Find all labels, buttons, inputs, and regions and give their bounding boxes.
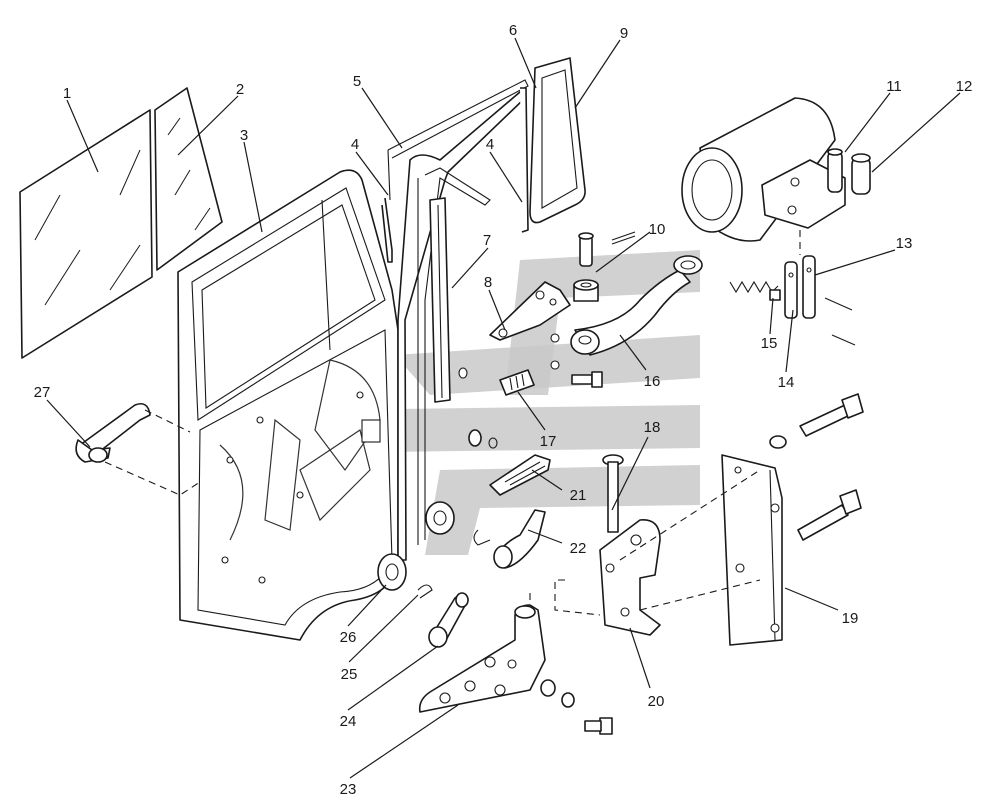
callout-22: 22: [570, 540, 587, 557]
part-gear-26: [377, 553, 407, 591]
part-glass-pane-1: [19, 109, 153, 359]
callout-3: 3: [240, 127, 248, 144]
part-hinge-leaf-23: [418, 604, 546, 713]
callout-21: 21: [570, 487, 587, 504]
part-bracket-8: [489, 281, 571, 341]
callout-4-right: 4: [486, 136, 494, 153]
part-seal-strip-right: [520, 87, 529, 233]
part-bushing-12: [851, 153, 871, 195]
callout-6: 6: [509, 22, 517, 39]
assembly-dashed-lines: [104, 230, 801, 616]
part-pin: [578, 231, 636, 267]
callout-25: 25: [341, 666, 358, 683]
part-pillar-plate-19: [721, 454, 783, 646]
part-window-channel-5: [387, 79, 529, 201]
part-washers: [458, 367, 498, 449]
part-vent-window: [529, 57, 586, 224]
part-cotter-pins-13: [824, 297, 856, 346]
callout-23: 23: [340, 781, 357, 798]
part-hinge-bracket-upper: [761, 159, 846, 229]
callout-24: 24: [340, 713, 357, 730]
callout-17: 17: [540, 433, 557, 450]
callout-5: 5: [353, 73, 361, 90]
callout-11: 11: [886, 78, 902, 95]
callout-labels: 1 2 3 4 4 5 6 7 8 9 10 11 12 13 14 15 16…: [34, 22, 973, 798]
part-bushing-10: [573, 279, 599, 302]
callout-15: 15: [761, 335, 778, 352]
callout-8: 8: [484, 274, 492, 291]
part-pins-14: [784, 255, 816, 319]
part-hinge-fasteners: [540, 679, 613, 735]
callout-19: 19: [842, 610, 859, 627]
callout-9: 9: [620, 25, 628, 42]
part-lever-22: [493, 509, 546, 569]
part-seal-strip-left: [381, 197, 393, 263]
part-check-arm-16: [550, 255, 703, 370]
callout-leaders: [46, 37, 961, 779]
part-disk: [425, 501, 455, 535]
part-glass-run-7: [429, 197, 451, 403]
callout-4-left: 4: [351, 136, 359, 153]
part-glass-pane-2: [154, 87, 223, 271]
callout-27: 27: [34, 384, 51, 401]
part-bushing-11: [827, 148, 843, 193]
part-spring-clip-25: [417, 584, 433, 599]
callout-7: 7: [483, 232, 491, 249]
part-bolt-lower: [797, 489, 862, 541]
part-door-panel: [177, 169, 399, 641]
callout-1: 1: [63, 85, 71, 102]
callout-20: 20: [648, 693, 665, 710]
callout-13: 13: [896, 235, 913, 252]
part-bolt-upper: [769, 393, 864, 449]
part-door-handle-27: [75, 402, 151, 463]
part-pillar-tube: [681, 97, 836, 242]
callout-14: 14: [778, 374, 795, 391]
part-bolt-small: [571, 371, 603, 388]
callout-26: 26: [340, 629, 357, 646]
part-latch-21: [489, 454, 551, 496]
part-hinge-bracket-20: [599, 519, 661, 636]
part-crank-24: [428, 592, 469, 648]
callout-2: 2: [236, 81, 244, 98]
callout-18: 18: [644, 419, 661, 436]
part-spring-15: [729, 280, 781, 301]
callout-12: 12: [956, 78, 973, 95]
callout-16: 16: [644, 373, 661, 390]
part-comb-17: [499, 369, 535, 396]
callout-10: 10: [649, 221, 666, 238]
part-clip: [473, 529, 491, 546]
